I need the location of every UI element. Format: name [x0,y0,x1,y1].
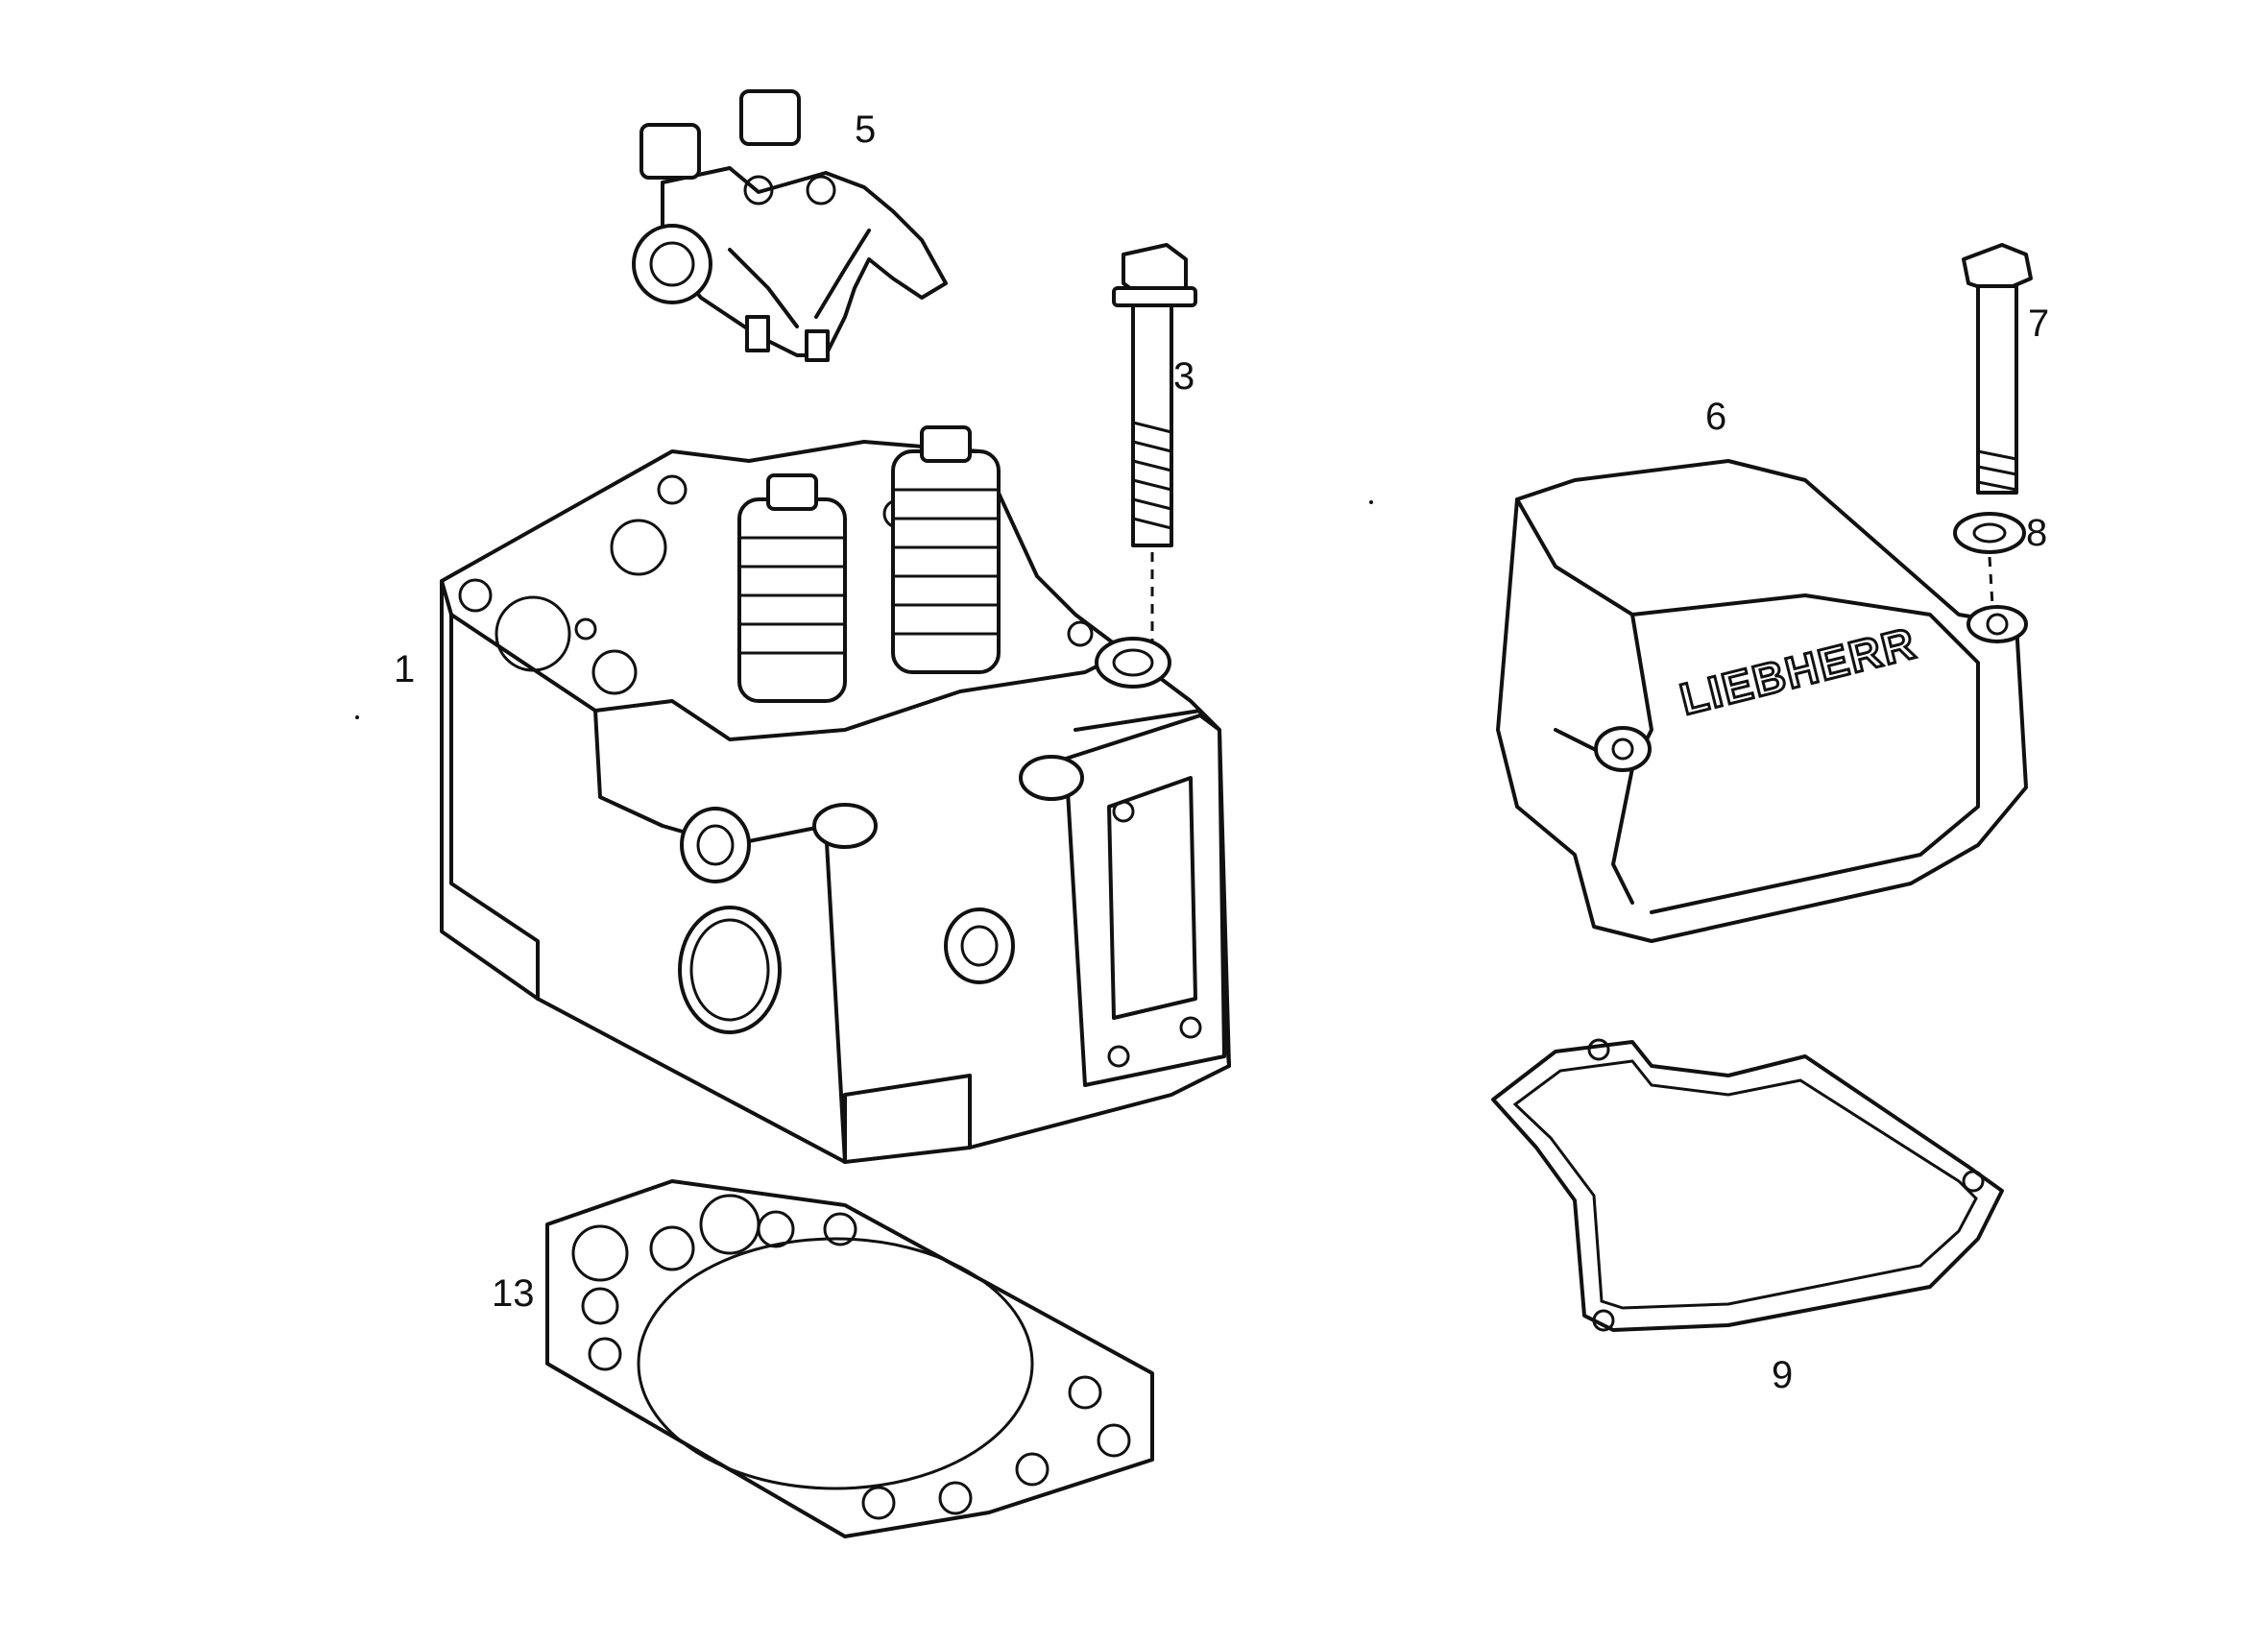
valve-cover-bolt [1962,243,2033,495]
cylinder-head-bolt [1112,243,1197,663]
callout-8: 8 [2026,512,2047,554]
cylinder-head-gasket [545,1179,1154,1538]
callout-5: 5 [855,109,876,151]
callout-9: 9 [1772,1354,1793,1396]
callout-3: 3 [1173,355,1194,398]
callout-1: 1 [394,648,415,690]
valve-cover-gasket [1491,1038,2004,1332]
valve-cover: LIEBHERR [1496,459,2028,943]
rocker-arm-assembly [632,89,948,362]
valve-spring-left [737,473,847,703]
washer [1953,512,2026,606]
callout-13: 13 [492,1272,535,1315]
valve-spring-right [891,425,1001,674]
callout-7: 7 [2028,302,2049,345]
callout-6: 6 [1705,396,1726,438]
cylinder-head [440,425,1231,1164]
